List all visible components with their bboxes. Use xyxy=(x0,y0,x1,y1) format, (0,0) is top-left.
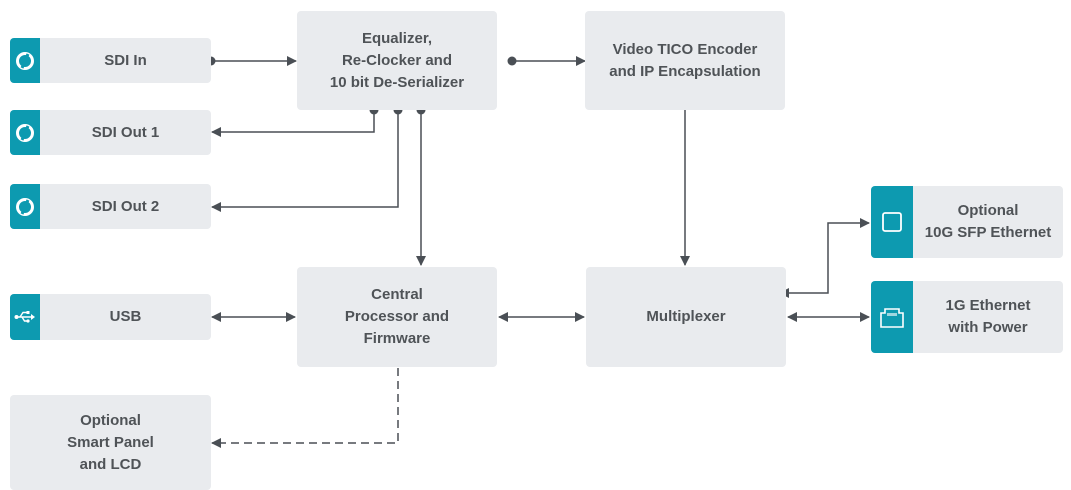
usb-port: USB xyxy=(10,294,211,340)
sdi-in-port: SDI In xyxy=(10,38,211,83)
rj45-ethernet-icon xyxy=(871,281,913,353)
smart-panel-label: Optional Smart Panel and LCD xyxy=(67,411,154,473)
sfp-port: Optional 10G SFP Ethernet xyxy=(871,186,1063,258)
bnc-connector-icon xyxy=(10,38,40,83)
equalizer-block: Equalizer, Re-Clocker and 10 bit De-Seri… xyxy=(297,11,497,110)
junction-dot xyxy=(507,56,517,66)
usb-label: USB xyxy=(109,308,142,325)
central-processor-label: Central Processor and Firmware xyxy=(344,286,450,347)
sdi-out-2-label: SDI Out 2 xyxy=(91,197,160,215)
multiplexer-label: Multiplexer xyxy=(646,308,726,325)
sdi-out-1-label: SDI Out 1 xyxy=(91,123,160,141)
ethernet-port: 1G Ethernet with Power xyxy=(871,281,1063,353)
sdi-out-1-port: SDI Out 1 xyxy=(10,110,211,155)
ethernet-label: 1G Ethernet with Power xyxy=(945,297,1031,336)
sfp-cage-icon xyxy=(871,186,913,258)
equalizer-label: Equalizer, Re-Clocker and 10 bit De-Seri… xyxy=(329,29,465,91)
wire-equalizer-to-sdi-out-2 xyxy=(211,110,399,212)
sdi-in-label: SDI In xyxy=(104,51,147,69)
tico-encoder-block: Video TICO Encoder and IP Encapsulation xyxy=(585,11,785,110)
tico-encoder-label: Video TICO Encoder and IP Encapsulation xyxy=(609,40,761,80)
usb-icon xyxy=(10,294,40,340)
bnc-connector-icon xyxy=(10,110,40,155)
wire-multiplexer-sfp xyxy=(779,218,870,298)
smart-panel-block: Optional Smart Panel and LCD xyxy=(10,395,211,490)
central-processor-block: Central Processor and Firmware xyxy=(297,267,497,367)
bnc-connector-icon xyxy=(10,184,40,229)
multiplexer-block: Multiplexer xyxy=(586,267,786,367)
wire-equalizer-to-sdi-out-1 xyxy=(211,110,375,137)
sdi-out-2-port: SDI Out 2 xyxy=(10,184,211,229)
wire-processor-to-smart-panel xyxy=(211,368,399,448)
sfp-label: Optional 10G SFP Ethernet xyxy=(924,202,1052,241)
